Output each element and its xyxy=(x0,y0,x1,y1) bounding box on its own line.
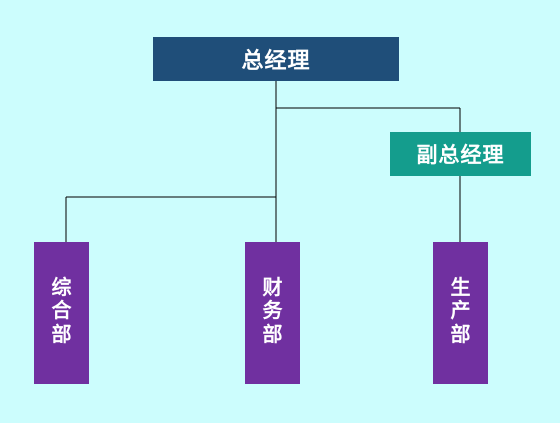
deputy-general-manager-label: 副总经理 xyxy=(416,143,505,167)
general-manager-box: 总经理 xyxy=(153,37,399,81)
general-affairs-department-box: 综合部 xyxy=(34,242,89,384)
production-department-box: 生产部 xyxy=(433,242,488,384)
general-manager-label: 总经理 xyxy=(241,49,311,74)
production-department-label: 生产部 xyxy=(450,274,471,346)
general-affairs-department-label: 综合部 xyxy=(51,274,72,346)
deputy-general-manager-box: 副总经理 xyxy=(390,132,531,176)
finance-department-label: 财务部 xyxy=(262,274,283,346)
finance-department-box: 财务部 xyxy=(245,242,300,384)
